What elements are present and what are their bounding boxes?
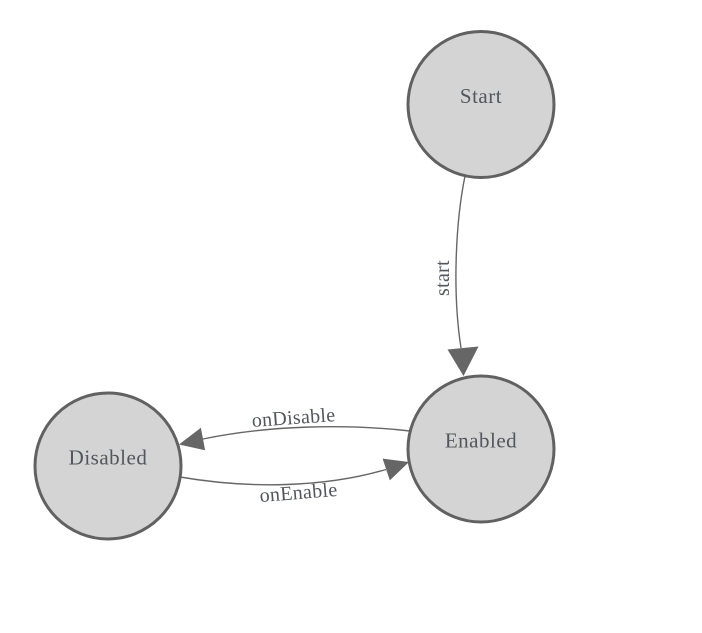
state-circle-enabled — [406, 374, 556, 524]
state-circle-start — [406, 30, 556, 179]
state-circle-disabled — [33, 391, 183, 541]
edge-enabled-to-disabled-line — [202, 425, 411, 440]
edge-disabled-to-enabled-line — [179, 468, 387, 486]
edge-label-onenable: onEnable — [259, 479, 338, 507]
edge-start-to-enabled: start — [432, 175, 479, 376]
state-label-start: Start — [460, 84, 502, 108]
state-label-enabled: Enabled — [445, 429, 517, 453]
edge-label-start: start — [432, 260, 454, 296]
state-node-disabled: Disabled — [33, 391, 183, 541]
edge-start-to-enabled-arrowhead-icon — [447, 346, 479, 376]
edge-disabled-to-enabled: onEnable — [179, 458, 409, 507]
edge-enabled-to-disabled-arrowhead-icon — [179, 427, 206, 451]
state-label-disabled: Disabled — [69, 446, 148, 470]
edge-enabled-to-disabled: onDisable — [179, 404, 411, 451]
state-node-enabled: Enabled — [406, 374, 556, 524]
state-node-start: Start — [406, 30, 556, 179]
edge-start-to-enabled-line — [455, 175, 466, 349]
edge-disabled-to-enabled-arrowhead-icon — [382, 458, 409, 481]
edge-label-ondisable: onDisable — [251, 404, 336, 432]
